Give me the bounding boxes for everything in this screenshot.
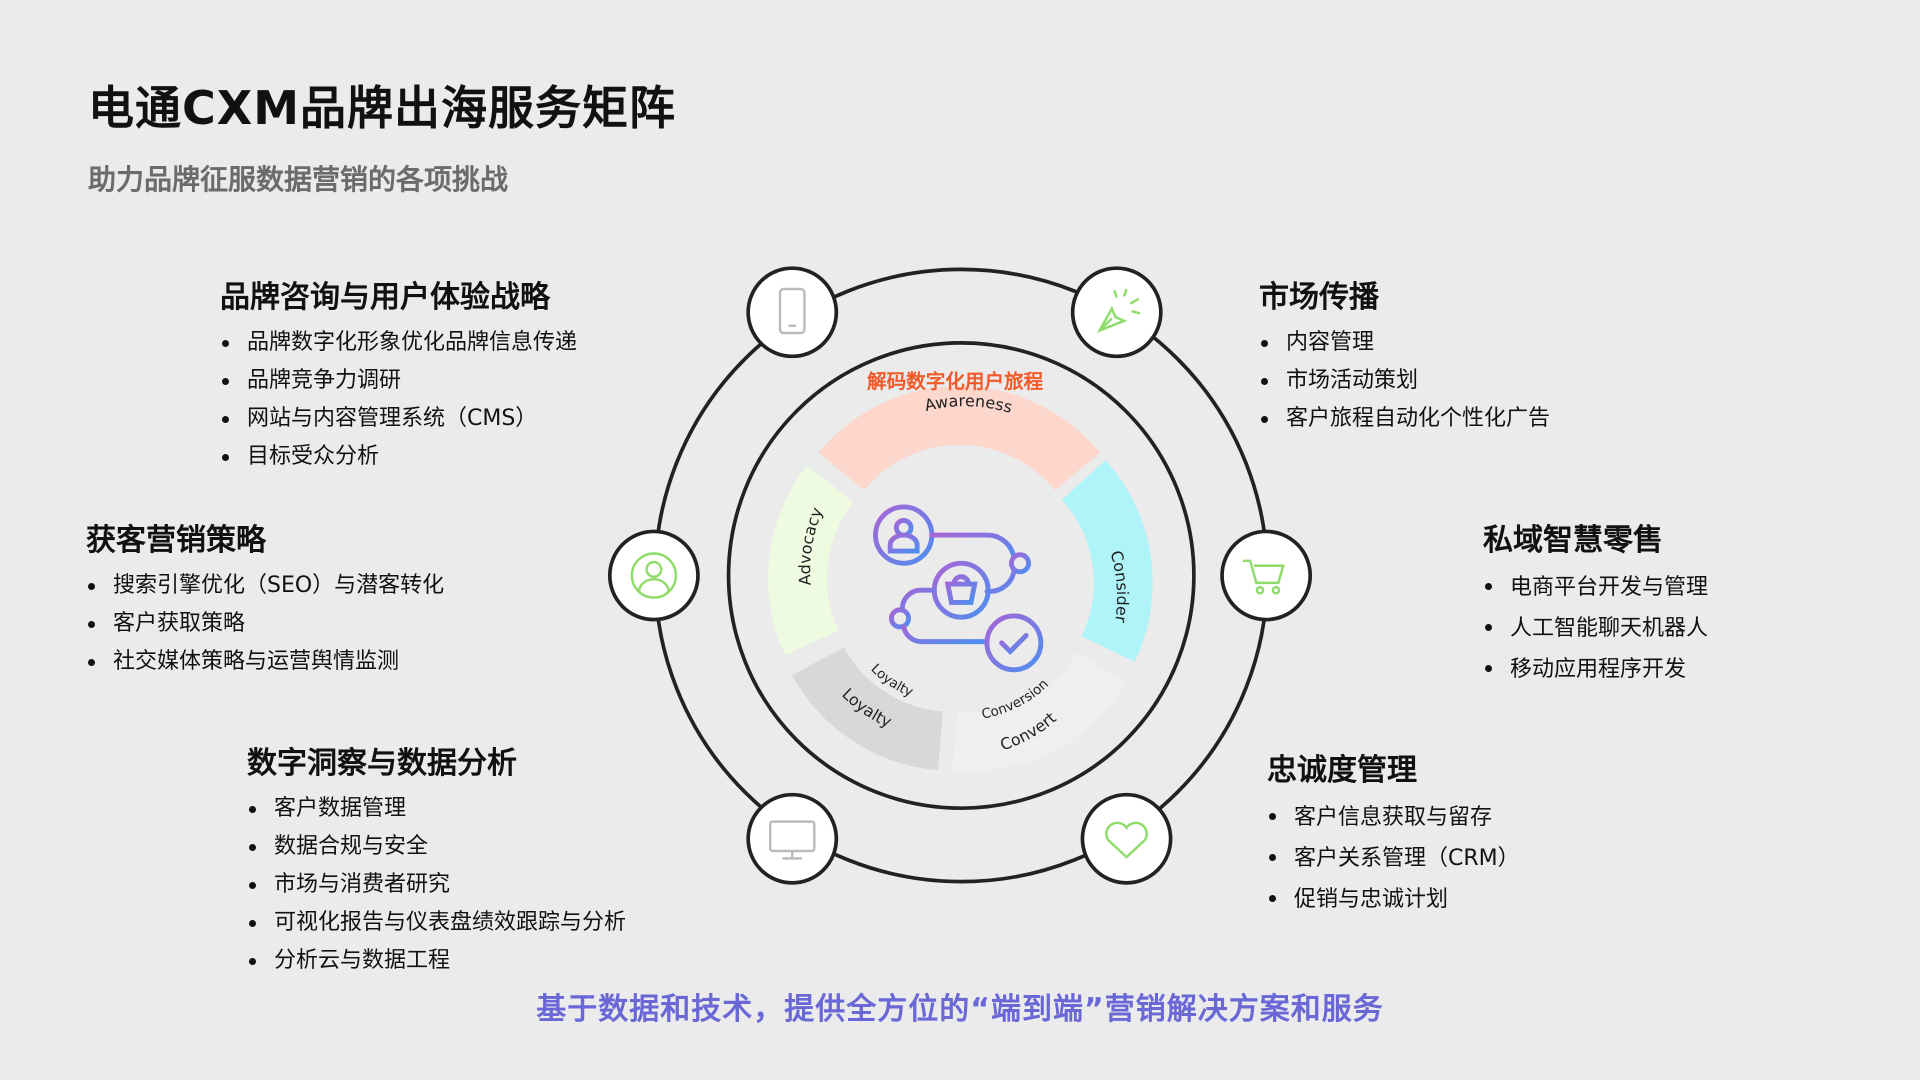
section-title: 数字洞察与数据分析 [247, 746, 517, 781]
section-title: 品牌咨询与用户体验战略 [220, 280, 550, 315]
section-marketing-communication: 市场传播 内容管理市场活动策划客户旅程自动化个性化广告 [1259, 272, 1550, 438]
journey-icon [873, 504, 1044, 673]
list-item: 客户关系管理（CRM） [1267, 838, 1520, 879]
section-loyalty: 忠诚度管理 客户信息获取与留存客户关系管理（CRM）促销与忠诚计划 [1267, 745, 1520, 920]
service-icon-mobile [746, 266, 839, 359]
section-acquisition: 获客营销策略 搜索引擎优化（SEO）与潜客转化客户获取策略社交媒体策略与运营舆情… [86, 515, 444, 681]
center-title: 解码数字化用户旅程 [867, 370, 1044, 393]
section-brand-consulting: 品牌咨询与用户体验战略 品牌数字化形象优化品牌信息传递品牌竞争力调研网站与内容管… [220, 272, 577, 476]
list-item: 网站与内容管理系统（CMS） [220, 400, 577, 438]
service-icon-monitor [746, 792, 839, 885]
list-item: 市场与消费者研究 [247, 866, 626, 904]
footer-tagline: 基于数据和技术，提供全方位的“端到端”营销解决方案和服务 [536, 992, 1384, 1027]
list-item: 数据合规与安全 [247, 828, 626, 866]
service-icon-cursor [1070, 266, 1163, 359]
list-item: 电商平台开发与管理 [1483, 567, 1708, 608]
section-title: 私域智慧零售 [1483, 523, 1663, 558]
inner-ring [726, 341, 1196, 810]
section-data-analytics: 数字洞察与数据分析 客户数据管理数据合规与安全市场与消费者研究可视化报告与仪表盘… [247, 738, 626, 980]
list-item: 品牌数字化形象优化品牌信息传递 [220, 324, 577, 362]
page-title: 电通CXM品牌出海服务矩阵 [88, 81, 676, 135]
list-item: 市场活动策划 [1259, 362, 1550, 400]
list-item: 目标受众分析 [220, 438, 577, 476]
list-item: 客户数据管理 [247, 790, 626, 828]
loyalty-arc [792, 646, 944, 771]
list-item: 内容管理 [1259, 324, 1550, 362]
service-icon-cart [1220, 529, 1313, 622]
service-icon-user [607, 529, 700, 622]
cursor-click-icon [1096, 288, 1141, 334]
service-icon-heart [1080, 792, 1173, 885]
section-title: 市场传播 [1259, 280, 1379, 315]
list-item: 品牌竞争力调研 [220, 362, 577, 400]
user-avatar-icon [630, 552, 678, 599]
section-title: 忠诚度管理 [1267, 753, 1417, 788]
list-item: 客户获取策略 [86, 605, 444, 643]
mobile-phone-icon [778, 287, 806, 335]
advocacy-arc [768, 465, 854, 656]
list-item: 移动应用程序开发 [1483, 649, 1708, 690]
list-item: 促销与忠诚计划 [1267, 879, 1520, 920]
page-subtitle: 助力品牌征服数据营销的各项挑战 [88, 163, 509, 196]
list-item: 客户信息获取与留存 [1267, 797, 1520, 838]
list-item: 人工智能聊天机器人 [1483, 608, 1708, 649]
list-item: 搜索引擎优化（SEO）与潜客转化 [86, 567, 444, 605]
heart-icon [1105, 821, 1148, 859]
list-item: 客户旅程自动化个性化广告 [1259, 400, 1550, 438]
list-item: 可视化报告与仪表盘绩效跟踪与分析 [247, 904, 626, 942]
list-item: 社交媒体策略与运营舆情监测 [86, 643, 444, 681]
list-item: 分析云与数据工程 [247, 942, 626, 980]
section-private-retail: 私域智慧零售 电商平台开发与管理人工智能聊天机器人移动应用程序开发 [1483, 515, 1708, 690]
shopping-cart-icon [1242, 559, 1285, 595]
section-title: 获客营销策略 [86, 523, 266, 558]
awareness-arc [818, 386, 1101, 491]
consider-arc [1061, 460, 1153, 662]
convert-arc [952, 651, 1128, 771]
monitor-icon [768, 820, 816, 860]
